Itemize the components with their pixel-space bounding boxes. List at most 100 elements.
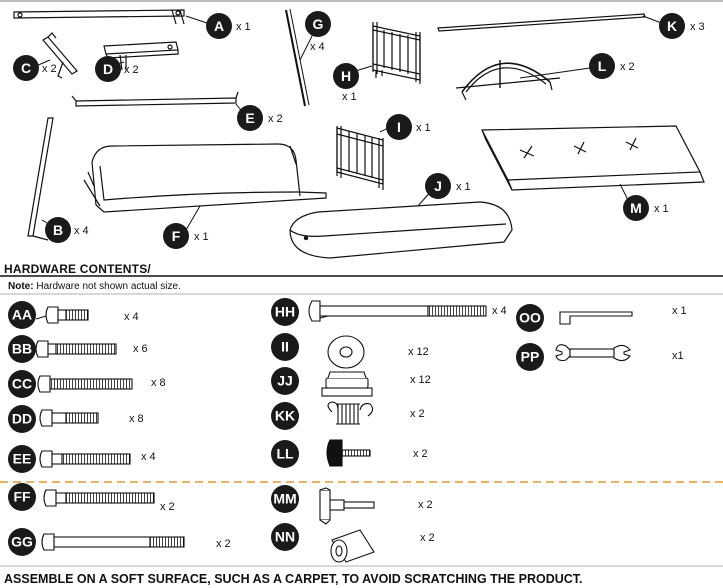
hardware-nn-label: NN [275,528,295,544]
part-i-label: I [397,119,401,135]
part-d-quantity: x 2 [124,64,139,76]
hardware-bb-label: BB [12,340,32,356]
part-j-bolster [289,201,513,259]
hardware-jj-badge [271,367,299,395]
hardware-ee-quantity: x 4 [141,451,156,463]
part-l-badge [589,53,615,79]
part-l-arch [455,60,561,101]
part-c-bracket [42,32,78,79]
part-a-label: A [214,18,224,34]
hardware-hh-quantity: x 4 [492,305,507,317]
hardware-ii-badge [271,333,299,361]
part-i-frame [336,126,384,190]
part-f-quantity: x 1 [194,231,209,243]
part-j-label: J [434,178,442,194]
part-e-tube [71,91,239,107]
part-d-plate [103,41,179,71]
bolt-aa-icon [45,306,89,324]
part-b-quantity: x 4 [74,225,89,237]
hardware-dd-label: DD [12,410,32,426]
part-g-rod [285,8,310,107]
note-text: Hardware not shown actual size. [33,281,181,292]
part-e-quantity: x 2 [268,113,283,125]
part-f-label: F [172,228,181,244]
part-a-quantity: x 1 [236,21,251,33]
hardware-hh-label: HH [275,303,295,319]
allen-key-oo-icon [559,311,633,325]
hardware-gg-quantity: x 2 [216,538,231,550]
part-j-quantity: x 1 [456,181,471,193]
part-k-quantity: x 3 [690,21,705,33]
hardware-oo-quantity: x 1 [672,305,687,317]
spring-kk-icon [327,401,374,425]
hardware-kk-label: KK [275,407,295,423]
spacer-nn-icon [330,529,375,563]
bolt-gg-icon [41,533,185,551]
hardware-cc-quantity: x 8 [151,377,166,389]
bolt-ee-icon [39,450,131,468]
washer-ii-icon [327,335,365,369]
hardware-ff-badge [8,483,36,511]
part-g-badge [305,11,331,37]
part-i-quantity: x 1 [416,122,431,134]
hardware-note: Note: Hardware not shown actual size. [8,281,181,292]
hardware-pp-label: PP [521,348,540,364]
hardware-ii-label: II [281,338,289,354]
hardware-ii-quantity: x 12 [408,346,429,358]
bolt-dd-icon [39,409,99,427]
assembly-warning: ASSEMBLE ON A SOFT SURFACE, SUCH AS A CA… [4,572,583,586]
bolt-bb-icon [35,340,117,358]
part-f-seat [83,143,327,213]
hardware-aa-quantity: x 4 [124,311,139,323]
part-d-badge [95,56,121,82]
hardware-gg-label: GG [11,533,33,549]
part-a-rail [13,9,185,25]
knob-ll-icon [326,439,371,467]
part-c-quantity: x 2 [42,63,57,75]
hardware-aa-badge [8,301,36,329]
hardware-ll-label: LL [276,445,294,461]
hardware-bb-quantity: x 6 [133,343,148,355]
part-k-label: K [667,18,677,34]
wrench-pp-icon [555,344,631,362]
part-h-badge [333,63,359,89]
hardware-oo-label: OO [519,309,541,325]
part-g-quantity: x 4 [310,41,325,53]
hardware-contents-title: HARDWARE CONTENTS/ [4,262,151,276]
part-e-badge [237,105,263,131]
bolt-ff-icon [43,489,155,507]
part-drawings [13,8,705,259]
part-h-frame [372,22,421,84]
part-b-label: B [53,222,63,238]
hardware-cc-badge [8,370,36,398]
part-k-badge [659,13,685,39]
part-k-rod [437,13,646,32]
part-f-badge [163,223,189,249]
bolt-cc-icon [37,375,133,393]
hardware-ff-quantity: x 2 [160,501,175,513]
hardware-nn-quantity: x 2 [420,532,435,544]
hardware-pp-quantity: x1 [672,350,684,362]
part-h-quantity: x 1 [342,91,357,103]
hardware-mm-quantity: x 2 [418,499,433,511]
hardware-aa-label: AA [12,306,32,322]
part-l-label: L [598,58,607,74]
hardware-cc-label: CC [12,375,32,391]
hardware-jj-label: JJ [277,372,293,388]
hardware-gg-badge [8,528,36,556]
part-b-badge [45,217,71,243]
part-h-label: H [341,68,351,84]
part-m-quantity: x 1 [654,203,669,215]
part-g-label: G [313,16,324,32]
hardware-ll-quantity: x 2 [413,448,428,460]
hardware-mm-label: MM [273,490,296,506]
hardware-oo-badge [516,304,544,332]
part-m-badge [623,195,649,221]
part-d-label: D [103,61,113,77]
hardware-pp-badge [516,343,544,371]
hardware-ee-label: EE [13,450,32,466]
part-b-leg [27,117,54,241]
hardware-hh-badge [271,298,299,326]
